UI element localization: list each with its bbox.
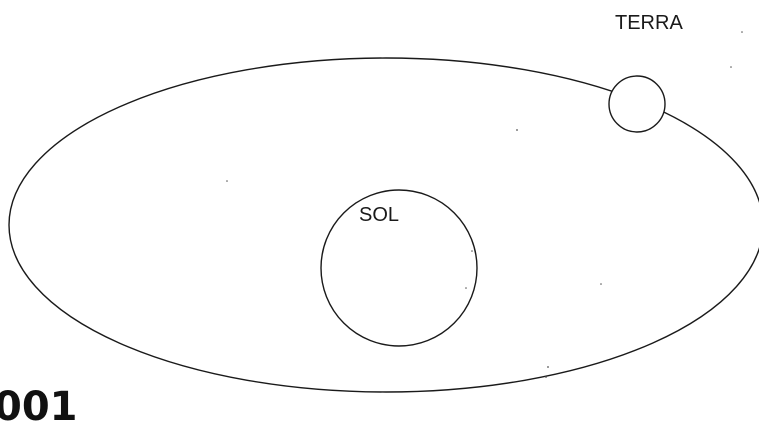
speck [471, 250, 473, 252]
sun-circle [320, 189, 478, 347]
scan-specks [226, 31, 743, 378]
speck [516, 129, 518, 131]
earth-circle [608, 75, 666, 133]
speck [730, 66, 732, 68]
speck [547, 366, 549, 368]
speck [545, 376, 547, 378]
speck [226, 180, 228, 182]
speck [465, 287, 467, 289]
speck [741, 31, 743, 33]
corner-number: 001 [0, 384, 78, 430]
sun-label: SOL [359, 204, 399, 226]
speck [600, 283, 602, 285]
earth-label: TERRA [615, 12, 683, 34]
earth-orbit-ellipse [8, 57, 759, 393]
